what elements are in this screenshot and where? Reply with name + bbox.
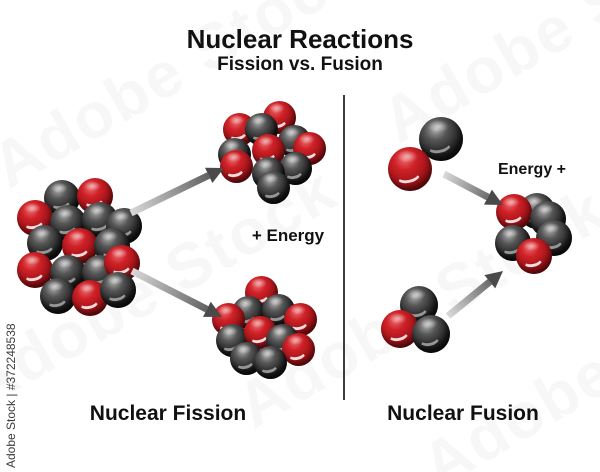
proton-sphere bbox=[496, 194, 532, 230]
fission-caption: Nuclear Fission bbox=[89, 402, 247, 425]
neutron-sphere bbox=[253, 345, 287, 379]
neutron-sphere bbox=[100, 272, 136, 308]
page-subtitle: Fission vs. Fusion bbox=[217, 54, 383, 75]
fission-arrow-up-head-icon bbox=[204, 167, 224, 184]
page-title: Nuclear Reactions bbox=[186, 24, 414, 54]
fission-arrow-down bbox=[130, 267, 209, 313]
fusion-arrow-bottom bbox=[445, 279, 493, 319]
neutron-sphere bbox=[412, 315, 450, 353]
proton-sphere bbox=[388, 147, 432, 191]
fusion-arrow-top-head-icon bbox=[483, 189, 503, 205]
neutron-sphere bbox=[40, 278, 76, 314]
fission-energy-label: + Energy bbox=[251, 226, 325, 245]
neutron-sphere bbox=[256, 170, 290, 204]
proton-sphere bbox=[281, 332, 315, 366]
fusion-arrow-bottom-head-icon bbox=[484, 271, 503, 289]
fusion-arrow-top bbox=[442, 170, 490, 201]
fusion-energy-label: Energy + bbox=[497, 161, 567, 178]
proton-sphere bbox=[219, 149, 253, 183]
fission-arrow-up bbox=[129, 172, 211, 217]
fusion-caption: Nuclear Fusion bbox=[387, 402, 539, 425]
fission-arrow-down-head-icon bbox=[202, 301, 222, 317]
proton-sphere bbox=[516, 238, 552, 274]
divider-line bbox=[343, 95, 345, 400]
